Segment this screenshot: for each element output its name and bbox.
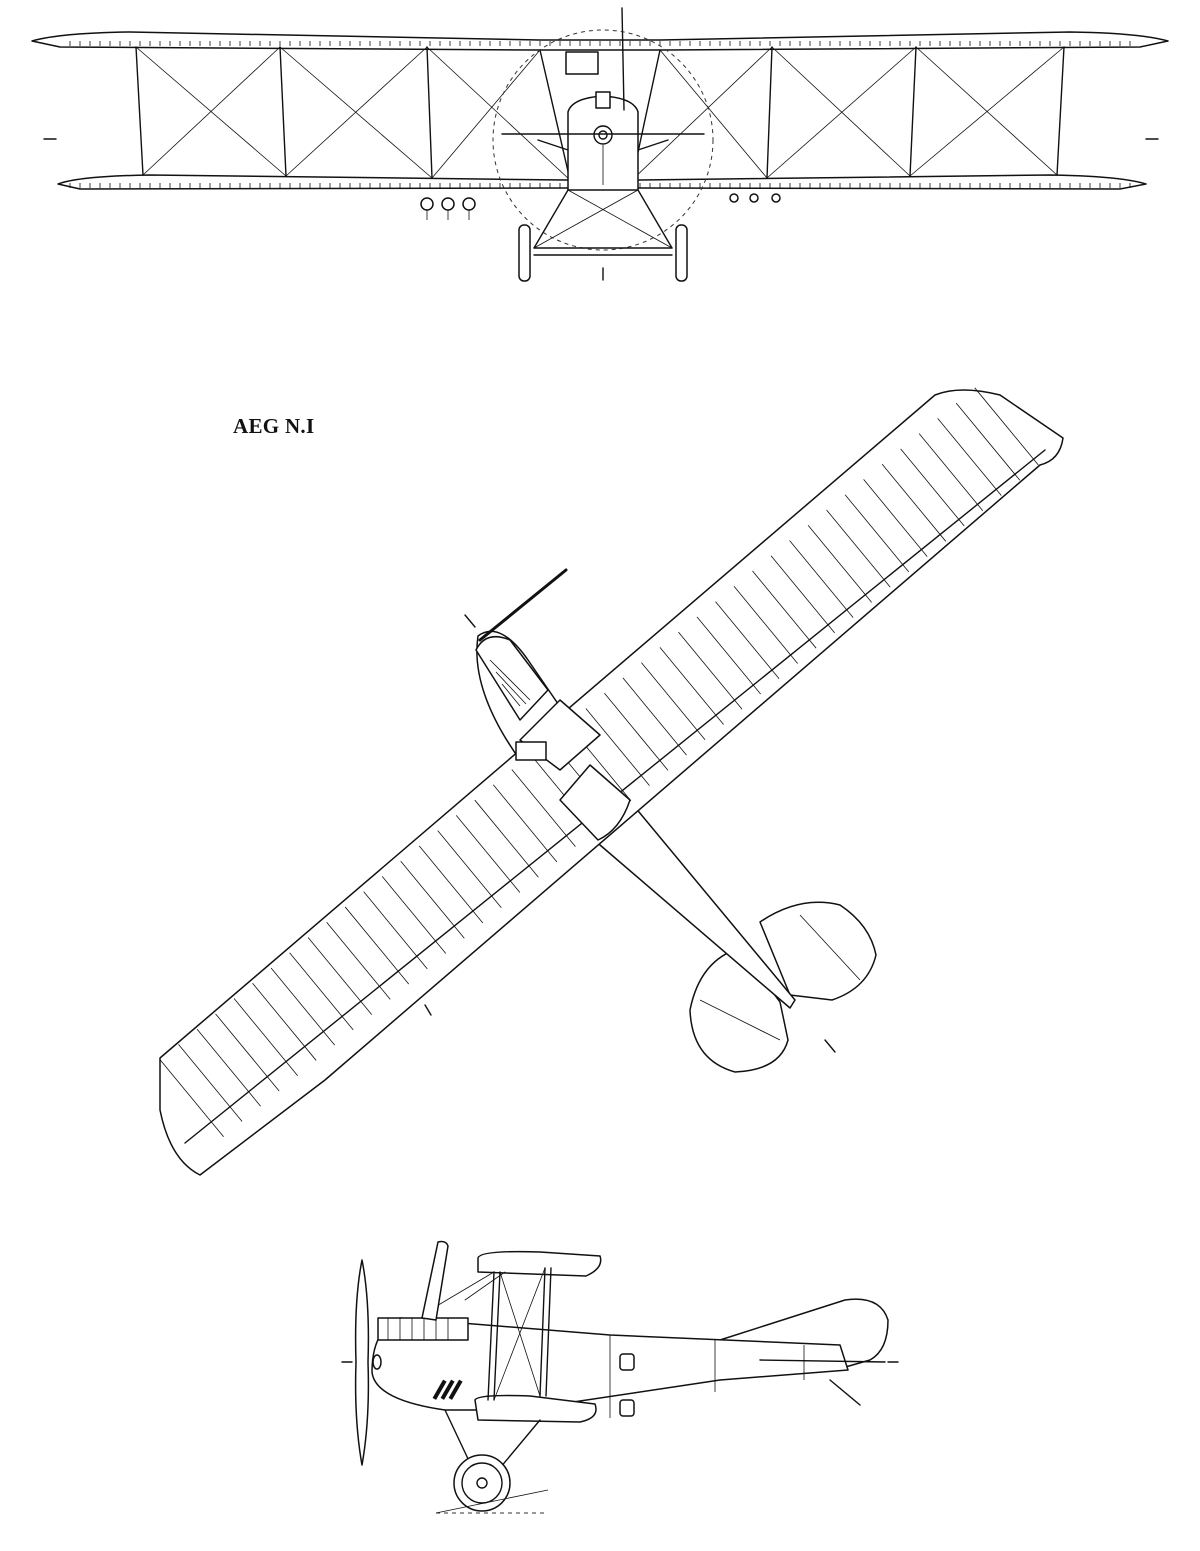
rib-line — [437, 830, 502, 909]
rib-line — [659, 647, 724, 725]
rib-line — [474, 799, 539, 878]
rib-line — [955, 402, 1021, 481]
rib-line — [178, 1044, 243, 1122]
front-bracing-wires — [135, 46, 1065, 181]
rib-line — [196, 1028, 261, 1107]
rib-line — [918, 433, 984, 512]
drawing-title: AEG N.I — [233, 414, 315, 438]
rib-line — [215, 1013, 280, 1092]
rib-line — [604, 692, 669, 771]
front-wheel-left — [518, 224, 531, 282]
side-tail-fin — [719, 1298, 889, 1369]
rib-line — [641, 662, 706, 741]
side-engine — [377, 1317, 469, 1341]
rib-line — [974, 387, 1039, 466]
top-tailplane-left — [689, 947, 789, 1073]
rib-line — [270, 967, 336, 1046]
front-wing-ribs — [69, 41, 1131, 188]
rib-line — [492, 784, 558, 863]
front-view — [31, 7, 1169, 282]
rib-line — [678, 631, 743, 710]
rib-line — [715, 601, 780, 679]
side-lower-wing — [474, 1394, 597, 1423]
side-upper-wing — [477, 1250, 602, 1277]
rib-line — [770, 555, 835, 634]
rib-line — [752, 570, 817, 649]
rib-line — [789, 540, 854, 618]
rib-line — [289, 952, 354, 1031]
rib-line — [863, 479, 928, 557]
front-bomb-racks — [420, 193, 781, 220]
rib-line — [881, 463, 947, 542]
front-propeller-disc — [492, 29, 714, 251]
rib-line — [455, 815, 521, 893]
rib-line — [937, 418, 1002, 496]
rib-line — [696, 616, 761, 695]
rib-line — [418, 845, 484, 924]
rib-line — [807, 524, 872, 603]
rib-line — [900, 448, 965, 527]
top-view — [159, 387, 1064, 1176]
side-struts — [429, 1267, 552, 1401]
front-nose-hub — [593, 125, 613, 145]
rib-line — [511, 769, 576, 847]
rib-line — [844, 494, 910, 573]
rib-line — [622, 677, 687, 756]
top-tailplane-right — [759, 901, 877, 1001]
rib-line — [585, 708, 650, 786]
side-propeller — [354, 1259, 370, 1466]
rib-line — [233, 998, 298, 1076]
rib-line — [252, 983, 317, 1061]
rib-line — [400, 860, 465, 939]
top-upper-wing — [159, 389, 1064, 1176]
top-wing-ribs — [159, 387, 1039, 1138]
front-undercarriage — [533, 189, 673, 256]
front-wheel-right — [675, 224, 688, 282]
top-propeller — [478, 568, 568, 642]
rib-line — [826, 509, 891, 588]
rib-line — [159, 1059, 224, 1138]
rib-line — [733, 586, 798, 664]
side-view — [341, 1240, 899, 1514]
